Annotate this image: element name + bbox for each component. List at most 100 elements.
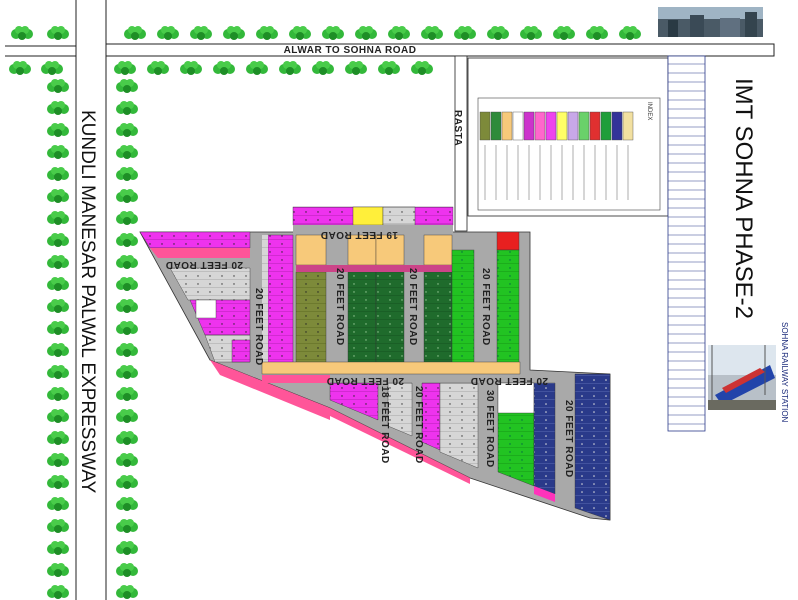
tree-icon — [124, 26, 146, 40]
legend-swatch — [567, 111, 579, 141]
tree-icon — [116, 277, 138, 291]
tree-icon — [411, 61, 433, 75]
road-20-f: 20 FEET ROAD — [563, 400, 574, 478]
road-18: 18 FEET ROAD — [379, 386, 390, 464]
station-photo — [708, 345, 776, 410]
legend-swatch — [556, 111, 568, 141]
tree-icon — [47, 321, 69, 335]
road-20-left-top: 20 FEET ROAD — [165, 259, 243, 270]
tree-icon — [47, 255, 69, 269]
tree-icon — [47, 431, 69, 445]
tree-icon — [47, 475, 69, 489]
tree-icon — [116, 123, 138, 137]
tree-icon — [47, 211, 69, 225]
tree-icon — [246, 61, 268, 75]
top-road — [105, 43, 775, 232]
tree-icon — [116, 453, 138, 467]
tree-icon — [47, 453, 69, 467]
tree-icon — [116, 145, 138, 159]
road-20-bottom-a: 20 FEET ROAD — [326, 375, 404, 386]
tree-icon — [47, 387, 69, 401]
tree-icon — [147, 61, 169, 75]
legend-swatch — [600, 111, 612, 141]
tree-icon — [116, 167, 138, 181]
tree-icon — [47, 563, 69, 577]
tree-icon — [388, 26, 410, 40]
tree-icon — [312, 61, 334, 75]
tree-icon — [47, 79, 69, 93]
tree-icon — [322, 26, 344, 40]
tree-icon — [586, 26, 608, 40]
road-20-e: 20 FEET ROAD — [413, 386, 424, 464]
legend-swatch — [512, 111, 524, 141]
tree-icon — [47, 541, 69, 555]
tree-icon — [256, 26, 278, 40]
tree-icon — [619, 26, 641, 40]
tree-icon — [116, 365, 138, 379]
road-20-a: 20 FEET ROAD — [334, 268, 345, 346]
legend-index: INDEX — [467, 57, 669, 217]
tree-icon — [223, 26, 245, 40]
tree-icon — [47, 189, 69, 203]
tree-icon — [116, 101, 138, 115]
tree-icon — [47, 497, 69, 511]
tree-icon — [116, 387, 138, 401]
tree-icon — [190, 26, 212, 40]
tree-icon — [520, 26, 542, 40]
tree-icon — [114, 61, 136, 75]
tree-icon — [47, 343, 69, 357]
tree-icon — [454, 26, 476, 40]
tree-icon — [116, 343, 138, 357]
tree-icon — [553, 26, 575, 40]
road-19-top: 19 FEET ROAD — [320, 229, 398, 240]
tree-icon — [116, 541, 138, 555]
tree-icon — [41, 61, 63, 75]
blue-strip — [667, 55, 706, 432]
tree-icon — [47, 167, 69, 181]
expressway-label: KUNDLI MANESAR PALWAL EXPRESSWAY — [77, 110, 98, 494]
legend-swatch — [611, 111, 623, 141]
road-20-left-vert: 20 FEET ROAD — [253, 288, 264, 366]
expressway-lines — [5, 0, 107, 600]
tree-icon — [355, 26, 377, 40]
tree-icon — [180, 61, 202, 75]
tree-icon — [116, 79, 138, 93]
legend-swatch — [622, 111, 634, 141]
tree-icon — [289, 26, 311, 40]
station-label: SOHNA RAILWAY STATION — [780, 322, 789, 423]
tree-icon — [116, 519, 138, 533]
tree-icon — [116, 497, 138, 511]
tree-icon — [116, 475, 138, 489]
tree-icon — [157, 26, 179, 40]
tree-icon — [116, 585, 138, 599]
road-labels: 19 FEET ROAD 20 FEET ROAD 20 FEET ROAD 2… — [165, 229, 574, 478]
road-30: 30 FEET ROAD — [484, 390, 495, 468]
legend-swatch — [589, 111, 601, 141]
tree-icon — [116, 431, 138, 445]
tree-icon — [47, 233, 69, 247]
tree-icon — [345, 61, 367, 75]
tree-icon — [116, 189, 138, 203]
tree-icon — [421, 26, 443, 40]
tree-icon — [213, 61, 235, 75]
top-photo — [658, 7, 763, 37]
legend-swatch — [545, 111, 557, 141]
tree-icon — [279, 61, 301, 75]
site-layout — [139, 206, 611, 521]
tree-icon — [116, 409, 138, 423]
tree-icon — [116, 211, 138, 225]
top-road-label: ALWAR TO SOHNA ROAD — [284, 45, 417, 56]
tree-icon — [47, 26, 69, 40]
index-label: INDEX — [646, 102, 652, 120]
tree-icon — [116, 321, 138, 335]
tree-icon — [47, 101, 69, 115]
tree-icon — [116, 233, 138, 247]
road-20-b: 20 FEET ROAD — [407, 268, 418, 346]
tree-icon — [116, 299, 138, 313]
tree-icon — [487, 26, 509, 40]
tree-icon — [47, 299, 69, 313]
tree-icon — [47, 123, 69, 137]
project-title: IMT SOHNA PHASE-2 — [730, 78, 757, 319]
road-20-c: 20 FEET ROAD — [480, 268, 491, 346]
